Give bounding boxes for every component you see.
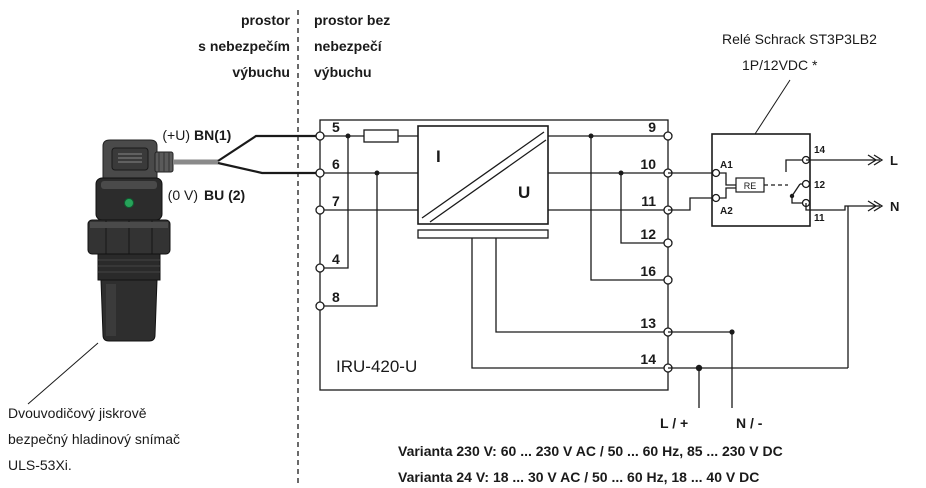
svg-text:prostor: prostor [241, 12, 291, 28]
svg-text:Varianta 24 V: 18 ... 30 V AC: Varianta 24 V: 18 ... 30 V AC / 50 ... 6… [398, 469, 759, 485]
svg-text:8: 8 [332, 289, 340, 305]
svg-text:A2: A2 [720, 206, 733, 217]
hazard-zone-label: prostor s nebezpečím výbuchu [198, 12, 290, 80]
wire-bn-label: (+U) BN(1) [162, 127, 231, 143]
safe-zone-label: prostor bez nebezpečí výbuchu [314, 12, 390, 80]
svg-text:11: 11 [814, 213, 825, 224]
converter-name: IRU-420-U [336, 357, 417, 376]
svg-text:Relé Schrack ST3P3LB2: Relé Schrack ST3P3LB2 [722, 31, 877, 47]
svg-text:N / -: N / - [736, 415, 763, 431]
svg-text:14: 14 [814, 145, 826, 156]
svg-text:11: 11 [641, 193, 656, 209]
relay-output-n: N [805, 199, 899, 214]
svg-text:I: I [436, 147, 441, 166]
wire-bn [217, 134, 320, 162]
svg-text:výbuchu: výbuchu [314, 64, 372, 80]
svg-text:RE: RE [744, 181, 757, 191]
supply-variants: Varianta 230 V: 60 ... 230 V AC / 50 ...… [398, 443, 783, 485]
sensor-pointer [27, 342, 99, 405]
sensor-description: Dvouvodičový jiskrově bezpečný hladinový… [8, 405, 180, 473]
converter-box [319, 119, 669, 391]
svg-text:L / +: L / + [660, 415, 688, 431]
level-sensor [87, 139, 174, 342]
svg-text:13: 13 [640, 315, 656, 331]
svg-text:7: 7 [332, 193, 340, 209]
svg-text:prostor bez: prostor bez [314, 12, 390, 28]
svg-text:nebezpečí: nebezpečí [314, 38, 383, 54]
converter-terminals [315, 131, 673, 373]
relay-pointer [754, 79, 791, 135]
status-led-icon [124, 198, 134, 208]
wire-to-a2 [668, 197, 716, 211]
svg-text:(0 V): (0 V) [168, 187, 198, 203]
svg-text:Varianta 230 V: 60 ... 230 V A: Varianta 230 V: 60 ... 230 V AC / 50 ...… [398, 443, 783, 459]
svg-text:12: 12 [814, 180, 826, 191]
svg-text:Dvouvodičový jiskrově: Dvouvodičový jiskrově [8, 405, 147, 421]
svg-text:U: U [518, 183, 530, 202]
svg-text:16: 16 [640, 263, 656, 279]
svg-text:N: N [890, 199, 899, 214]
svg-text:výbuchu: výbuchu [232, 64, 290, 80]
svg-text:L: L [890, 153, 898, 168]
svg-text:(+U): (+U) [162, 127, 190, 143]
relay-title: Relé Schrack ST3P3LB2 1P/12VDC * [722, 31, 877, 73]
svg-text:BU (2): BU (2) [204, 187, 245, 203]
supply-wiring [668, 206, 849, 408]
svg-text:BN(1): BN(1) [194, 127, 231, 143]
svg-text:6: 6 [332, 156, 340, 172]
svg-text:1P/12VDC *: 1P/12VDC * [742, 57, 818, 73]
svg-text:4: 4 [332, 251, 340, 267]
svg-text:s nebezpečím: s nebezpečím [198, 38, 290, 54]
svg-text:5: 5 [332, 119, 340, 135]
svg-text:ULS-53Xi.: ULS-53Xi. [8, 457, 72, 473]
wire-bu [217, 161, 320, 175]
svg-text:12: 12 [640, 226, 656, 242]
svg-text:A1: A1 [720, 160, 733, 171]
svg-text:bezpečný hladinový snímač: bezpečný hladinový snímač [8, 431, 180, 447]
converter-terminal-labels: 5 6 7 4 8 9 10 11 12 16 13 14 [332, 119, 656, 367]
svg-text:14: 14 [640, 351, 656, 367]
svg-text:10: 10 [640, 156, 656, 172]
relay-pin-labels: A1 A2 14 12 11 [720, 145, 826, 224]
svg-text:9: 9 [648, 119, 656, 135]
wire-bu-label: (0 V) BU (2) [168, 187, 246, 203]
relay-output-l: L [806, 153, 898, 168]
supply-labels: L / + N / - [660, 415, 763, 431]
converter-internal-wiring [320, 129, 668, 369]
iu-converter-block: I U [417, 125, 549, 239]
